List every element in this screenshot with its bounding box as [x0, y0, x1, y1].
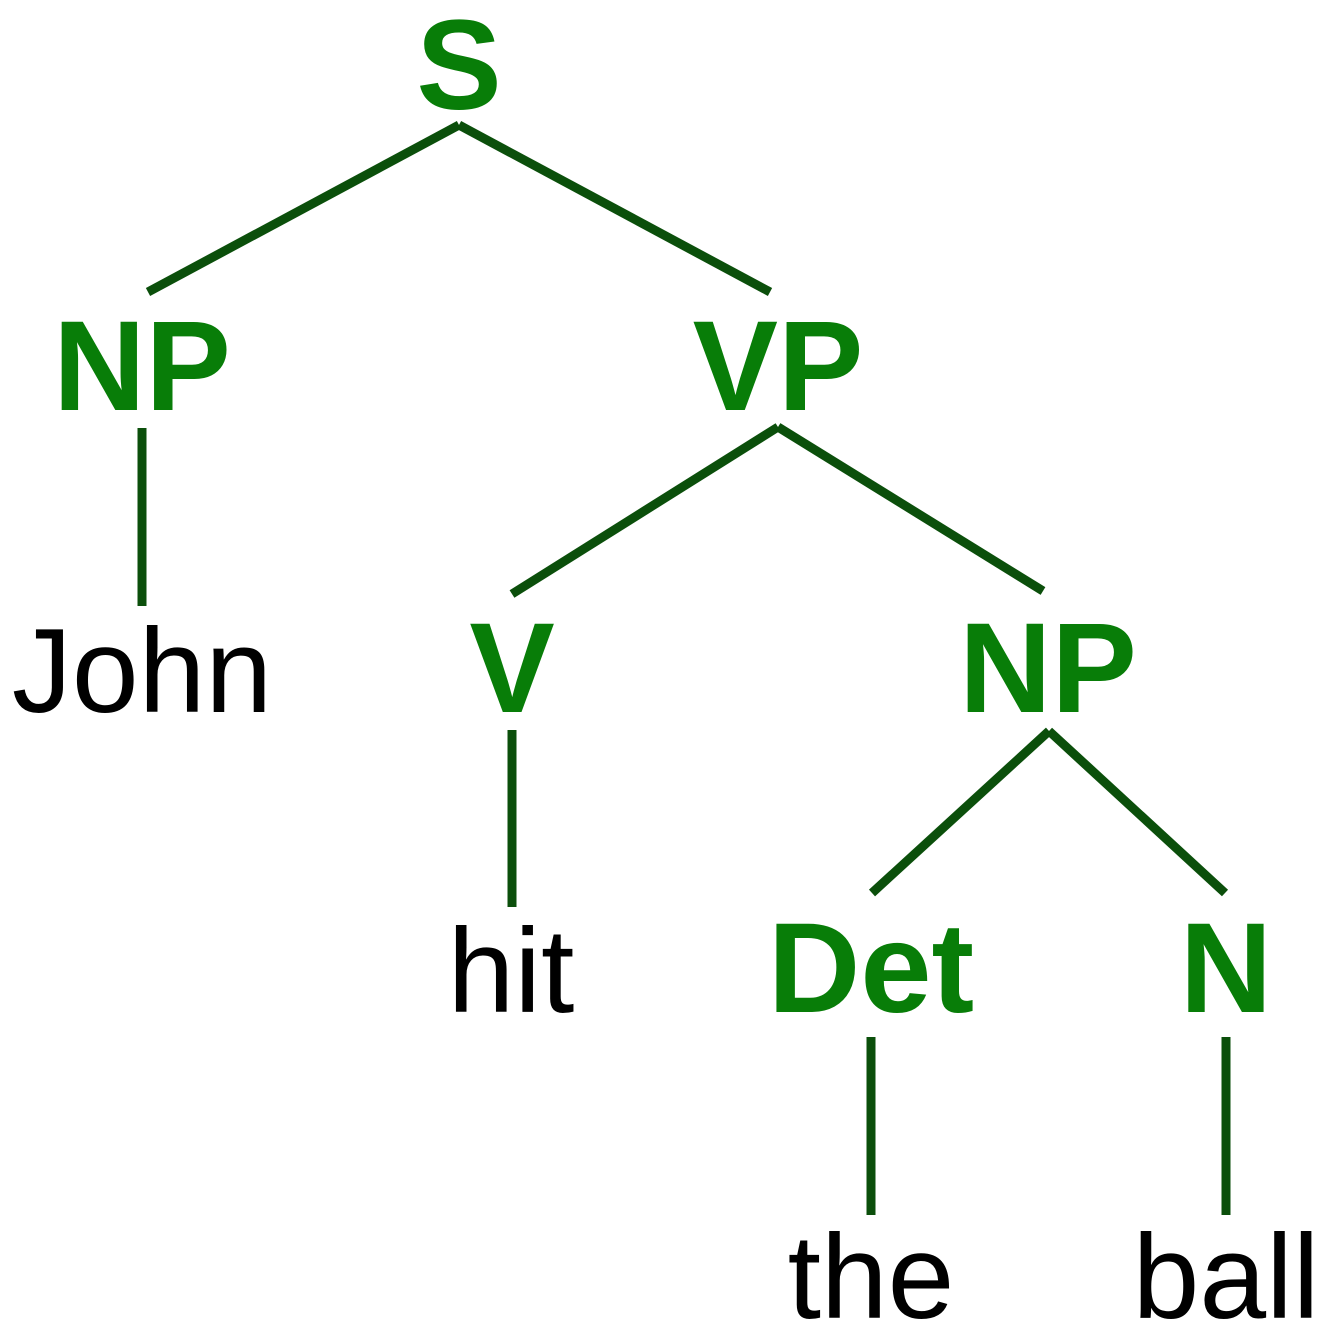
branch-s-to-np1 [145, 121, 462, 296]
category-node-det: Det [768, 897, 974, 1040]
branch-vp-to-v [509, 423, 781, 598]
word-john: John [12, 604, 272, 738]
word-ball: ball [1133, 1210, 1320, 1332]
category-node-v: V [469, 597, 554, 740]
tree-branches [137, 121, 1231, 1215]
branch-np2-to-n [1045, 727, 1229, 897]
category-node-vp: VP [693, 295, 864, 438]
branch-s-to-vp [456, 121, 773, 296]
category-node-n: N [1180, 897, 1272, 1040]
branch-np2-to-det [868, 727, 1053, 897]
category-node-np1: NP [53, 295, 231, 438]
category-node-s: S [416, 0, 501, 137]
word-hit: hit [448, 904, 575, 1038]
branch-vp-to-np2 [775, 423, 1046, 595]
word-the: the [788, 1210, 955, 1332]
category-node-np2: NP [959, 597, 1137, 740]
